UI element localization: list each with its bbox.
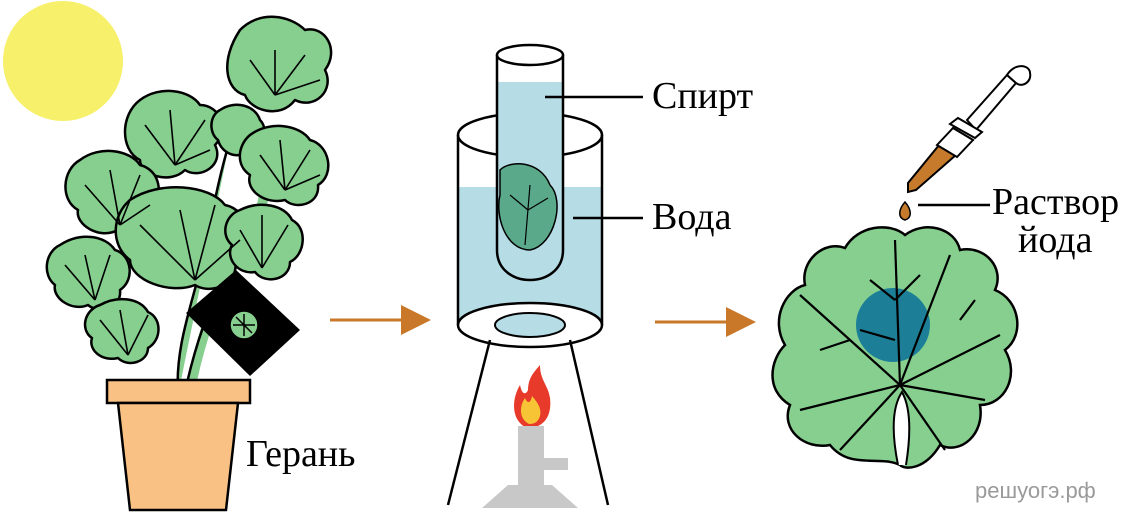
alcohol-label: Спирт [652,75,754,117]
geranium-plant-icon [45,15,333,396]
watermark: решуогэ.рф [975,478,1096,503]
leaf-icon [771,226,1019,469]
beaker-icon [456,111,604,349]
water-label: Вода [652,196,732,238]
pipette-icon [907,65,1032,194]
iodine-label-line1: Раствор [992,181,1120,223]
plant-label: Герань [246,433,356,475]
sun-icon [3,1,123,121]
flame-icon [514,365,551,428]
black-cover-square-icon [186,270,300,376]
alcohol-burner-icon [482,426,578,508]
flower-pot-icon [105,378,252,512]
burner-stand [446,339,610,506]
iodine-stain [856,288,930,362]
iodine-label-line2: йода [1018,219,1093,261]
iodine-drop-icon [899,200,911,221]
test-tube-icon [495,43,565,282]
